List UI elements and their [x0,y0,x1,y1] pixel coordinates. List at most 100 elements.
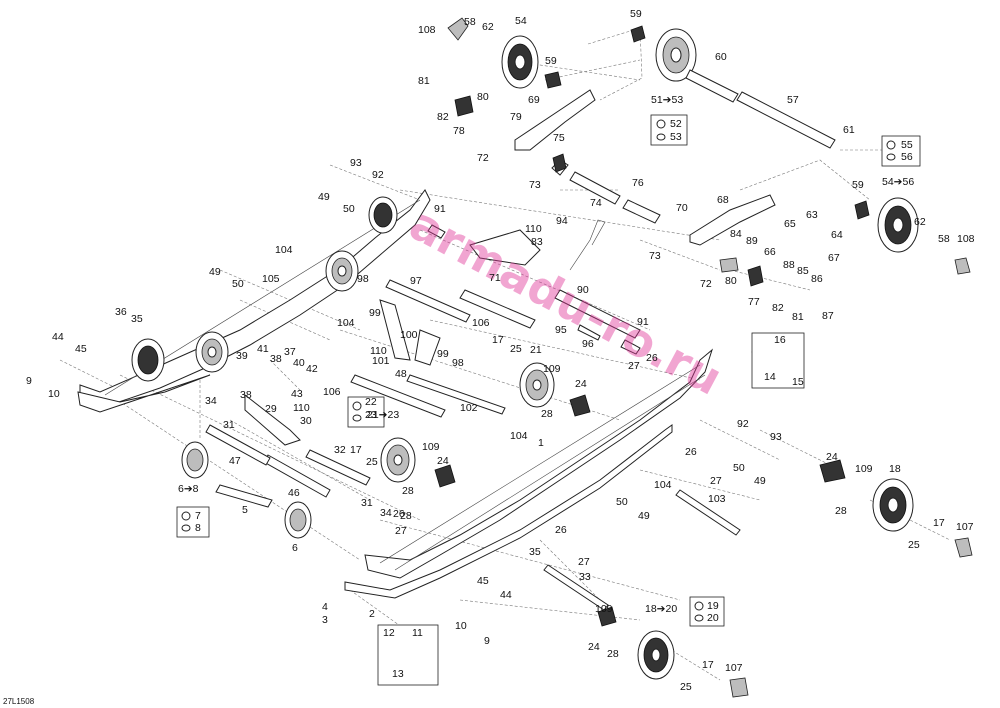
callout-c38a: 38 [270,353,282,365]
callout-c18a: 18 [889,463,901,475]
idler-wheel-rail-3 [195,331,229,373]
callout-c42: 42 [306,363,318,375]
torsion-spring-94 [569,219,606,271]
callout-c10b: 10 [455,620,467,632]
callout-c50c: 50 [733,462,745,474]
callout-c64: 64 [831,229,843,241]
callout-c49b: 49 [209,266,221,278]
callout-c69: 69 [528,94,540,106]
callout-c109d: 109 [595,603,613,615]
callout-c84: 84 [730,228,742,240]
callout-c98a: 98 [357,273,369,285]
callout-c80a: 80 [477,91,489,103]
wheel-21-upper [519,362,555,408]
wheel-18-right [872,478,914,532]
callout-c94: 94 [556,215,568,227]
callout-c59b: 59 [545,55,557,67]
callout-c1: 1 [538,437,544,449]
callout-c93a: 93 [350,157,362,169]
callout-c40: 40 [293,357,305,369]
callout-c31b: 31 [361,497,373,509]
callout-c73a: 73 [529,179,541,191]
callout-c89: 89 [746,235,758,247]
callout-c109b: 109 [422,441,440,453]
callout-c24b: 24 [437,455,449,467]
callout-c81b: 81 [792,311,804,323]
idler-wheel-rail-2 [325,250,359,292]
callout-c22: 22 [365,396,377,408]
brackets [244,17,973,698]
callout-c48a: 48 [395,368,407,380]
callout-c98b: 98 [452,357,464,369]
callout-c55: 55 [901,139,913,151]
callout-c97: 97 [410,275,422,287]
callout-c107b: 107 [725,662,743,674]
callout-c2: 2 [369,608,375,620]
callout-c57: 57 [787,94,799,106]
callout-c91b: 91 [637,316,649,328]
legend-box-7-8 [176,506,210,538]
callout-c10a: 10 [48,388,60,400]
callout-c30: 30 [300,415,312,427]
callout-c63: 63 [806,209,818,221]
callout-c107a: 107 [956,521,974,533]
callout-c80b: 80 [725,275,737,287]
wheel-59-top [655,28,697,82]
callout-c73b: 73 [649,250,661,262]
slider-strip-2 [344,424,673,599]
callout-c102: 102 [460,402,478,414]
callout-c9b: 9 [484,635,490,647]
watermark: armadu-ro.ru [401,196,731,405]
callout-c106a: 106 [472,317,490,329]
callout-c44a: 44 [52,331,64,343]
callout-c110a: 110 [525,223,542,235]
callout-c44b: 44 [500,589,512,601]
callout-c109c: 109 [855,463,873,475]
callout-c52: 52 [670,118,682,130]
shafts [205,69,836,611]
callout-c35b: 35 [529,546,541,558]
wheel-18-bottom [637,630,675,680]
callout-c38b: 38 [240,389,252,401]
callout-c11: 11 [412,627,423,639]
callout-c15: 15 [792,376,804,388]
wheel-54-top [501,35,539,89]
callout-c50b: 50 [232,278,244,290]
wheel-54-right [877,197,919,253]
callout-c99a: 99 [369,307,381,319]
callout-c49d: 49 [638,510,650,522]
callout-c45a: 45 [75,343,87,355]
callout-c108b: 108 [957,233,975,245]
idler-wheel-rail-1 [368,196,398,234]
callout-c103: 103 [708,493,726,505]
right-slide-rail [364,348,713,579]
callout-c4: 4 [322,601,328,613]
callout-c71: 71 [489,272,501,284]
callout-c92a: 92 [372,169,384,181]
callout-c60: 60 [715,51,727,63]
callout-c72b: 72 [700,278,712,290]
callout-c27a: 27 [628,360,640,372]
callout-c86: 86 [811,273,823,285]
callout-c26c: 26 [555,524,567,536]
callout-c54b: 54➔56 [882,176,914,188]
callout-c49c: 49 [754,475,766,487]
callout-c25a: 25 [510,343,522,355]
callout-c96: 96 [582,338,594,350]
callout-c81a: 81 [418,75,430,87]
callout-c59c: 59 [852,179,864,191]
callout-c49a: 49 [318,191,330,203]
callout-c33: 33 [579,571,591,583]
callout-c104a: 104 [275,244,293,256]
callout-c21a: 21 [530,344,542,356]
callout-c61: 61 [843,124,855,136]
callout-c41: 41 [257,343,269,355]
callout-c104b: 104 [337,317,355,329]
callout-c5: 5 [242,504,248,516]
callout-c74: 74 [590,197,602,209]
callout-c17a: 17 [492,334,504,346]
callout-c43: 43 [291,388,303,400]
callout-c93b: 93 [770,431,782,443]
callout-c85: 85 [797,265,809,277]
